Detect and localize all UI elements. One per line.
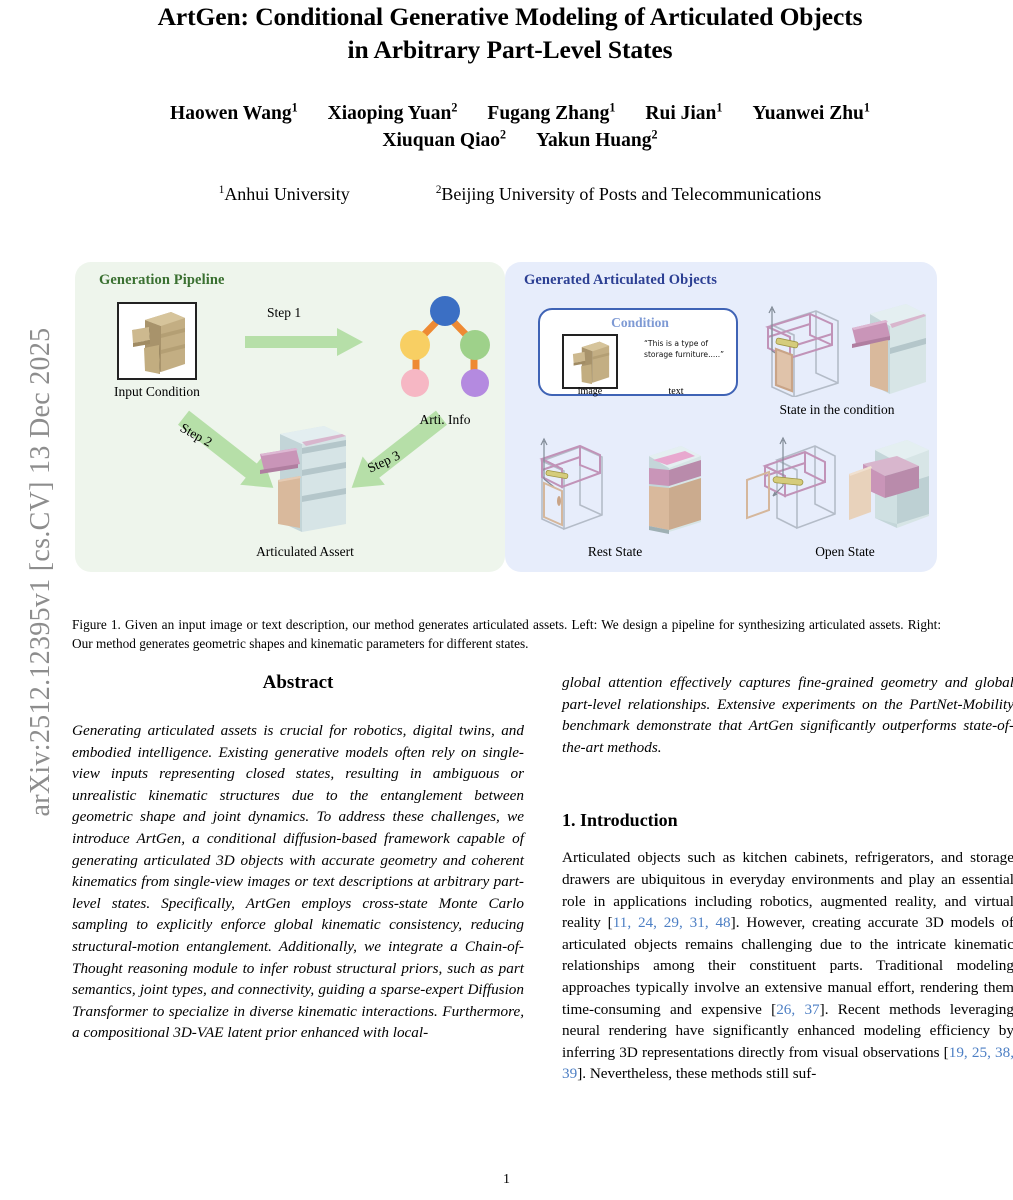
introduction-paragraph: Articulated objects such as kitchen cabi… [562, 847, 1013, 1085]
citation-group[interactable]: 11, 24, 29, 31, 48 [612, 914, 731, 932]
author-affil-mark: 1 [716, 100, 723, 115]
author-affil-mark: 2 [500, 127, 507, 142]
tree-node-left-leaf [401, 369, 429, 397]
open-state-wireframe [746, 436, 836, 530]
intro-text-part: ]. Nevertheless, these methods still suf… [577, 1065, 817, 1083]
page-title: ArtGen: Conditional Generative Modeling … [70, 0, 950, 66]
figure-caption-label: Figure 1. [72, 617, 121, 632]
author-affil-mark: 2 [451, 100, 458, 115]
articulated-asset-label: Articulated Assert [256, 544, 354, 559]
introduction-heading: 1. Introduction [562, 810, 678, 831]
generated-objects-title: Generated Articulated Objects [524, 272, 717, 288]
figure-caption: Figure 1. Given an input image or text d… [72, 616, 941, 653]
rest-state-solid [649, 446, 701, 534]
citation-group[interactable]: 26, 37 [776, 1000, 820, 1018]
page-number: 1 [503, 1172, 510, 1187]
rest-state-wireframe [539, 437, 603, 531]
rest-state-label: Rest State [587, 544, 643, 559]
title-line-2: in Arbitrary Part-Level States [347, 35, 673, 64]
step-1-arrow-icon [245, 328, 363, 356]
condition-text-quote: “This is a type of storage furniture....… [644, 339, 725, 359]
citation-group[interactable]: 19, 25, 38, 39 [562, 1043, 1013, 1083]
generation-pipeline-title: Generation Pipeline [99, 272, 225, 288]
intro-text-part: Articulated objects such as kitchen cabi… [562, 849, 1013, 932]
articulated-asset-render [260, 426, 346, 532]
author-name: Xiaoping Yuan [327, 103, 452, 124]
tree-node-right-leaf [461, 369, 489, 397]
author-name: Haowen Wang [170, 103, 292, 124]
intro-text-part: ]. However, creating accurate 3D models … [562, 914, 1013, 1018]
open-state-solid [849, 440, 929, 528]
tree-node-root [430, 296, 460, 326]
condition-text-caption: text [668, 386, 684, 397]
author-name: Rui Jian [645, 103, 717, 124]
affiliation-mark: 2 [435, 184, 442, 196]
author-affil-mark: 1 [609, 100, 616, 115]
affiliation-name: Beijing University of Posts and Telecomm… [441, 184, 822, 204]
condition-card: Condition “This is a type of storage fur… [538, 308, 738, 397]
column-left: Abstract Generating articulated assets i… [72, 672, 524, 1044]
tree-node-left-child [400, 330, 430, 360]
author-name: Xiuquan Qiao [382, 130, 501, 151]
step-2-arrow-icon [177, 410, 274, 488]
state-condition-wireframe [765, 305, 839, 397]
abstract-text-continued: global attention effectively captures fi… [562, 674, 1013, 756]
title-line-1: ArtGen: Conditional Generative Modeling … [157, 2, 863, 31]
abstract-text: Generating articulated assets is crucial… [72, 722, 524, 1042]
affiliation-name: Anhui University [224, 184, 350, 204]
input-condition-thumbnail [117, 302, 197, 380]
figure-1: Generation Pipeline [75, 262, 937, 572]
figure-caption-text: Given an input image or text description… [72, 617, 942, 651]
author-name: Yuanwei Zhu [752, 103, 864, 124]
author-affil-mark: 1 [863, 100, 870, 115]
author-name: Fugang Zhang [487, 103, 610, 124]
affiliation-1: 1Anhui University [219, 182, 350, 206]
condition-card-title: Condition [611, 315, 669, 330]
state-in-condition-label: State in the condition [779, 402, 895, 417]
author-name: Yakun Huang [536, 130, 652, 151]
intro-text-part: ]. Recent methods leveraging neural rend… [562, 1000, 1013, 1061]
generated-objects-panel: Generated Articulated Objects Condition [505, 262, 937, 572]
step-3-arrow-icon [351, 410, 448, 488]
cabinet-photo-icon [572, 341, 610, 385]
tree-node-right-child [460, 330, 490, 360]
column-right: global attention effectively captures fi… [562, 672, 1013, 1085]
condition-image-thumbnail [562, 334, 618, 389]
author-affil-mark: 1 [291, 100, 298, 115]
generation-pipeline-panel: Generation Pipeline [75, 262, 505, 572]
open-state-label: Open State [815, 544, 875, 559]
input-condition-label: Input Condition [114, 384, 200, 399]
affiliation-2: 2Beijing University of Posts and Telecom… [436, 182, 821, 206]
affiliation-mark: 1 [218, 184, 225, 196]
author-affil-mark: 2 [651, 127, 658, 142]
step-1-label: Step 1 [267, 305, 302, 320]
abstract-heading: Abstract [262, 672, 334, 693]
condition-image-caption: image [577, 386, 603, 397]
articulation-tree-graph [400, 296, 490, 397]
state-condition-solid [852, 304, 926, 394]
arti-info-label: Arti. Info [419, 412, 471, 427]
affiliation-list: 1Anhui University 2Beijing University of … [70, 182, 970, 206]
cabinet-photo-icon [132, 312, 185, 374]
